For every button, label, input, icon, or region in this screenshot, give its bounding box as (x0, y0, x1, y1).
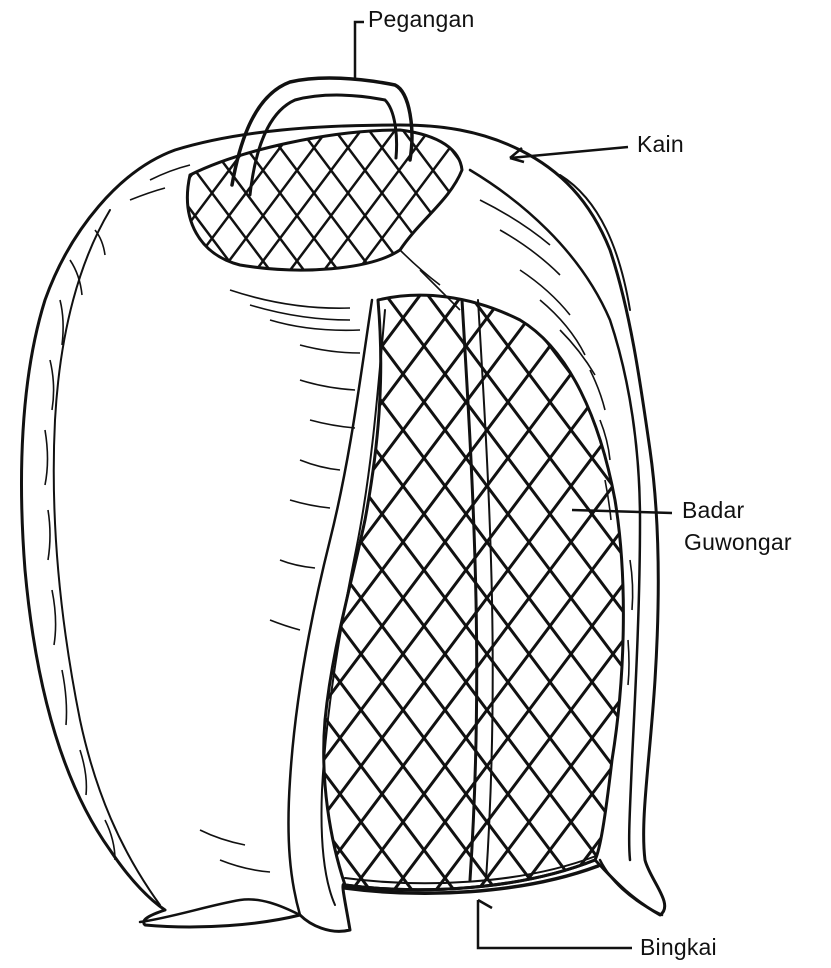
cloth-shading (45, 165, 633, 872)
lattice-strip (229, 125, 345, 280)
lattice-strip (765, 290, 831, 900)
lattice-strip (723, 290, 831, 900)
lattice-strip (0, 290, 252, 900)
lattice-strip (340, 290, 798, 900)
label-kain: Kain (637, 131, 684, 157)
lattice-strip (172, 290, 630, 900)
lattice-strip (147, 125, 263, 280)
label-badan: Badar (682, 497, 745, 523)
lattice-strip (0, 290, 88, 900)
lattice-strip (387, 290, 831, 900)
lattice-strip (0, 290, 420, 900)
lattice-strip (0, 290, 210, 900)
lattice-strip (93, 125, 209, 280)
lattice-strip (298, 290, 756, 900)
lattice-strip (9, 290, 467, 900)
lattice-strip (676, 290, 831, 900)
lattice-strip (639, 290, 831, 900)
lattice-strip (303, 290, 761, 900)
lattice-strip (0, 125, 59, 280)
lattice-strip (802, 290, 831, 900)
lattice-strip (25, 125, 141, 280)
lattice-strip (0, 290, 46, 900)
lattice-strip (59, 125, 175, 280)
lattice-strip (453, 125, 569, 280)
lattice-strip (11, 125, 127, 280)
lattice-strip (51, 290, 509, 900)
label-pegangan: Pegangan (368, 6, 474, 32)
lattice-strip (550, 290, 831, 900)
lattice-strip (219, 290, 677, 900)
lattice-strip (592, 290, 831, 900)
lattice-strip (0, 125, 93, 280)
lattice-strip (0, 290, 130, 900)
lattice-strip (214, 290, 672, 900)
lattice-strip (535, 125, 651, 280)
label-bingkai: Bingkai (640, 934, 717, 960)
lattice-strip (4, 290, 462, 900)
lattice-strip (113, 125, 229, 280)
lattice-strip (195, 125, 311, 280)
lattice-strip (508, 290, 831, 900)
lattice-strip (215, 125, 331, 280)
lattice-strip (718, 290, 831, 900)
lattice-strip (634, 290, 831, 900)
lattice-strip (0, 125, 25, 280)
lattice-strip (0, 290, 294, 900)
lattice-strip (681, 290, 831, 900)
cage-body (0, 290, 831, 900)
lattice-strip (0, 290, 298, 900)
handle-leader (355, 22, 364, 80)
lattice-strip (597, 290, 831, 900)
lattice-strip (283, 125, 399, 280)
lattice-strip (317, 125, 433, 280)
lattice-strip (0, 290, 336, 900)
lattice-strip (760, 290, 831, 900)
lattice-strip (46, 290, 504, 900)
lattice-strip (0, 290, 4, 900)
lattice-strip (0, 290, 256, 900)
lattice-strip (345, 290, 803, 900)
lattice-strip (135, 290, 593, 900)
cage-lattice (0, 290, 831, 900)
rim-leader (478, 900, 632, 948)
label-guwungan: Guwongar (684, 529, 792, 555)
lattice-strip (177, 290, 635, 900)
